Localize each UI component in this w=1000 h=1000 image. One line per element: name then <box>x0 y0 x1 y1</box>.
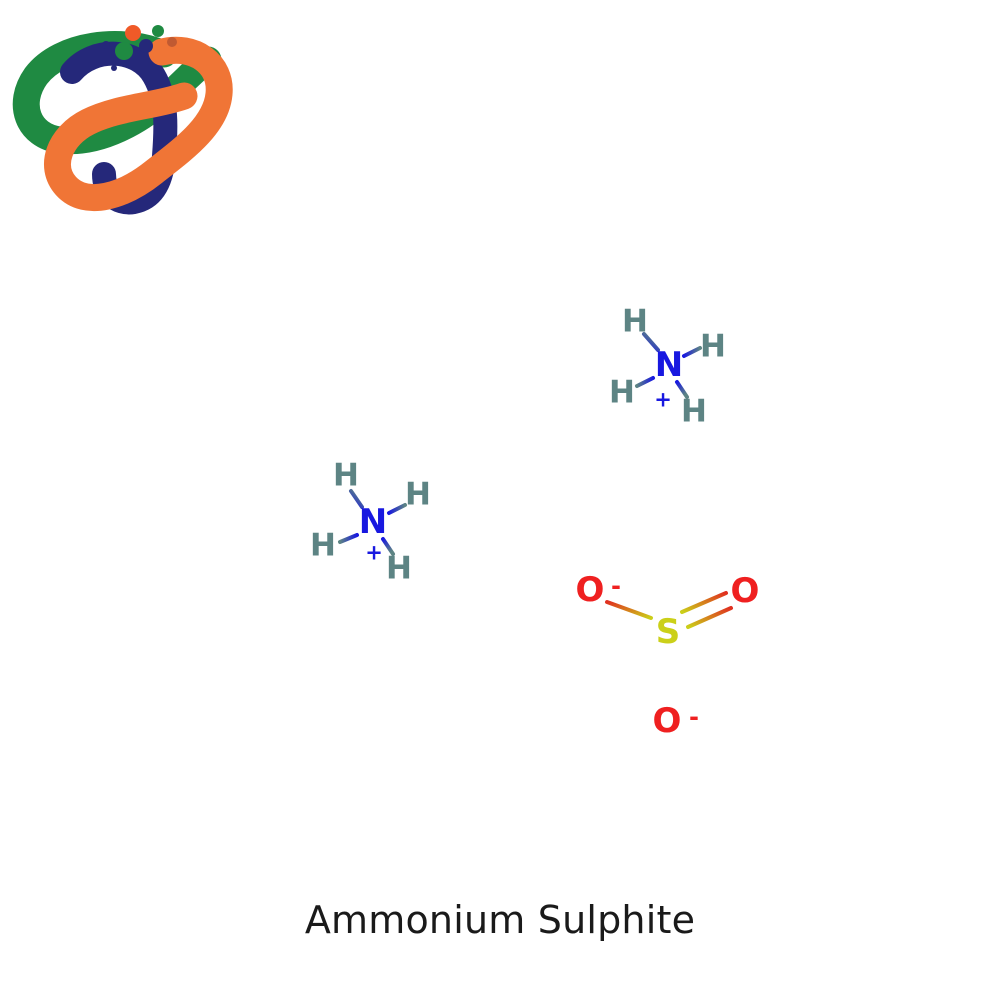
logo-dot <box>152 25 164 37</box>
bond-s-o-single <box>605 600 653 620</box>
atom-label-nitrogen: N <box>654 345 684 385</box>
bond-n-h <box>642 332 660 352</box>
bond-n-h <box>349 489 364 509</box>
atom-label-oxygen: O <box>730 571 760 611</box>
logo-graphic <box>12 25 233 215</box>
sulphite-bonds <box>605 591 733 704</box>
charge-label-negative: - <box>689 703 699 731</box>
bond-n-h <box>387 503 407 515</box>
logo-orange-loop <box>44 36 233 212</box>
charge-label-positive: + <box>654 387 672 412</box>
logo-dot <box>139 39 153 53</box>
charge-label-negative: - <box>611 572 621 600</box>
bond-n-h <box>338 533 359 544</box>
bond-n-h <box>635 376 655 388</box>
bond-n-h <box>675 380 689 399</box>
charge-label-positive: + <box>365 540 383 565</box>
atom-label-hydrogen: H <box>386 550 412 587</box>
ammonium-2-bonds <box>338 489 407 556</box>
atom-label-hydrogen: H <box>700 328 726 365</box>
atom-label-hydrogen: H <box>622 303 648 340</box>
logo-dot-cluster <box>102 25 177 71</box>
ammonium-1-bonds <box>635 332 702 399</box>
compound-name-caption: Ammonium Sulphite <box>304 898 696 942</box>
atom-label-hydrogen: H <box>310 527 336 564</box>
logo-dot <box>115 42 133 60</box>
bond-s-o-double <box>686 606 733 629</box>
atom-label-hydrogen: H <box>333 457 359 494</box>
atom-label-sulphur: S <box>655 612 681 652</box>
bond-n-h <box>682 346 702 358</box>
logo-dot <box>102 41 110 49</box>
logo-dot <box>111 65 117 71</box>
atom-label-nitrogen: N <box>358 502 388 542</box>
atom-label-hydrogen: H <box>609 374 635 411</box>
atom-label-hydrogen: H <box>681 393 707 430</box>
logo-dot <box>125 25 141 41</box>
atom-label-hydrogen: H <box>405 476 431 513</box>
bond-s-o-double <box>680 591 728 614</box>
logo-dot <box>167 37 177 47</box>
atom-label-oxygen: O <box>575 570 605 610</box>
bond-n-h <box>381 537 395 556</box>
atom-label-oxygen: O <box>652 701 682 741</box>
brand-logo[interactable] <box>12 8 236 224</box>
